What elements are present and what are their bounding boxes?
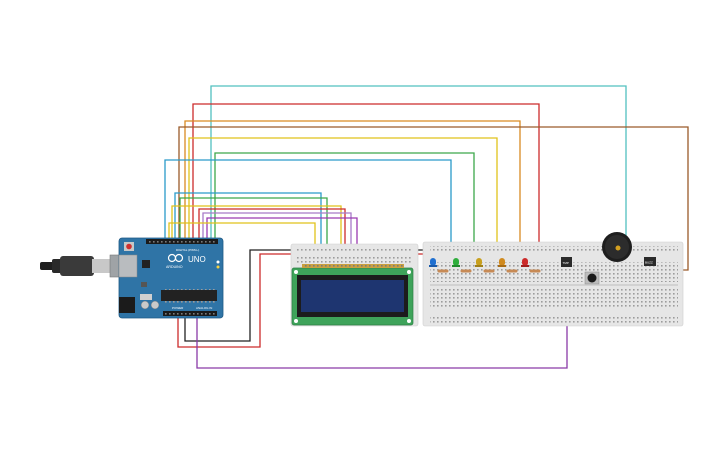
wire-lcd-5[interactable] (202, 212, 352, 262)
led-blue[interactable] (429, 258, 437, 267)
piezo-buzzer[interactable] (602, 232, 632, 262)
wires (164, 85, 689, 369)
led-yellow[interactable] (475, 258, 483, 267)
wire-red-long[interactable] (192, 103, 540, 262)
power-label: POWER (172, 306, 184, 310)
led-red[interactable] (521, 258, 529, 267)
wire-lcd-7[interactable] (168, 222, 316, 262)
temperature-sensor[interactable]: TMP (561, 257, 572, 267)
led-green[interactable] (452, 258, 460, 267)
lcd-16x2[interactable] (291, 264, 414, 326)
main-breadboard[interactable] (422, 241, 684, 327)
wire-lcd-1[interactable] (174, 192, 322, 262)
digital-label: DIGITAL (PWM~) (176, 248, 199, 252)
arduino-board[interactable]: UNO ARDUINO DIGITAL (PWM~) POWER ANALOG … (118, 237, 224, 319)
wire-lcd-6[interactable] (206, 217, 358, 262)
sensor-module[interactable]: BUZZ (644, 257, 656, 266)
wire-yellow-long[interactable] (188, 137, 498, 262)
board-brand: ARDUINO (166, 265, 183, 269)
led-orange[interactable] (498, 258, 506, 267)
wire-lcd-4[interactable] (198, 208, 346, 262)
infinity-logo-icon (167, 253, 184, 263)
lcd-screen (301, 280, 404, 312)
wire-black-gnd[interactable] (184, 249, 300, 342)
dc-jack (119, 297, 135, 313)
sensor-label: TMP (563, 261, 569, 265)
wire-red-5v[interactable] (177, 253, 300, 348)
analog-label: ANALOG IN (196, 306, 212, 310)
atmega-chip (161, 290, 217, 301)
wire-blue-long[interactable] (164, 159, 452, 262)
pushbutton[interactable] (584, 271, 600, 285)
usb-port (118, 254, 138, 278)
board-model: UNO (188, 255, 206, 264)
wire-green-long[interactable] (214, 152, 475, 262)
wire-teal-long[interactable] (210, 85, 627, 240)
wire-lcd-2[interactable] (179, 197, 328, 262)
wire-orange-long[interactable] (184, 120, 521, 262)
module-label: BUZZ (645, 261, 653, 265)
